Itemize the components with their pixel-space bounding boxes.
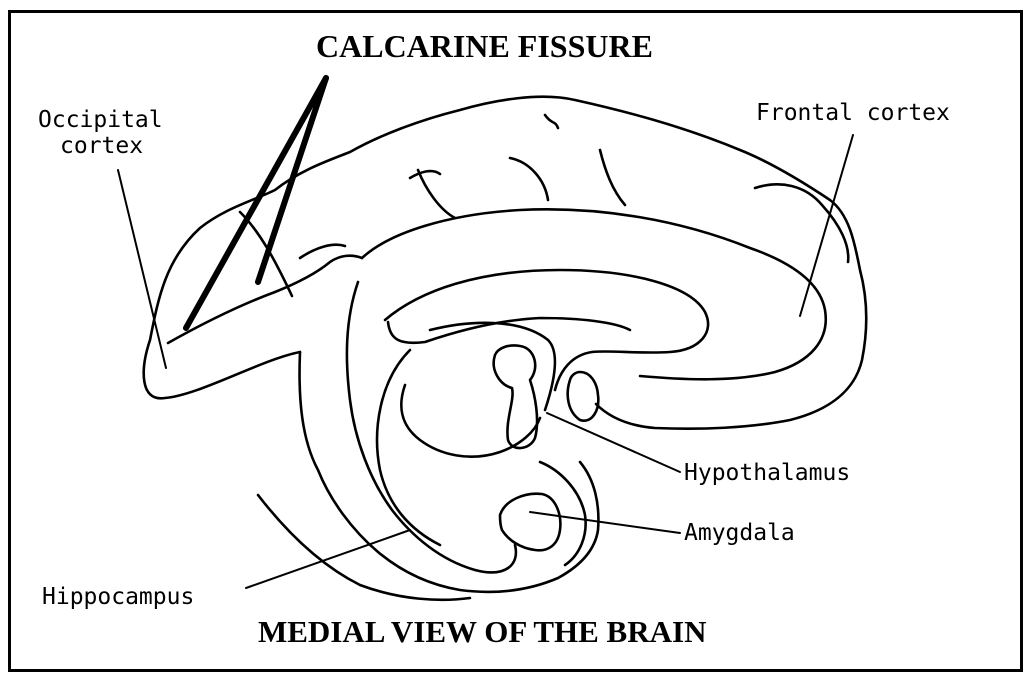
cingulate-inner [347,282,516,572]
sulcus-4 [545,115,558,128]
occipital-gyrus [300,245,345,258]
occipital-leader [118,170,166,368]
hypothalamus-leader [547,413,680,472]
label-hypothalamus: Hypothalamus [684,460,850,486]
cortex-outline [144,97,867,429]
label-occipital-line2: cortex [38,133,163,159]
amygdala-leader [530,512,680,533]
frontal-leader [800,135,853,316]
thalamus-contour [401,385,540,457]
label-amygdala: Amygdala [684,520,795,546]
cingulate-outer [362,209,826,379]
amygdala-shape [500,494,560,551]
sulcus-5 [600,150,625,205]
sulcus-3 [510,158,548,200]
label-occipital-cortex: Occipital cortex [38,107,163,160]
corpus-callosum-lower [388,318,630,343]
diagram-caption: MEDIAL VIEW OF THE BRAIN [258,614,706,650]
label-frontal-cortex: Frontal cortex [756,100,950,126]
sulcus-1 [410,171,440,178]
label-occipital-line1: Occipital [38,107,163,133]
sulcus-2 [418,170,455,218]
hypothalamus-blob-2 [568,372,599,421]
label-hippocampus: Hippocampus [42,584,194,610]
diagram-title: CALCARINE FISSURE [316,28,653,65]
calcarine-leader-1 [186,78,326,328]
temporal-outline [300,352,599,592]
